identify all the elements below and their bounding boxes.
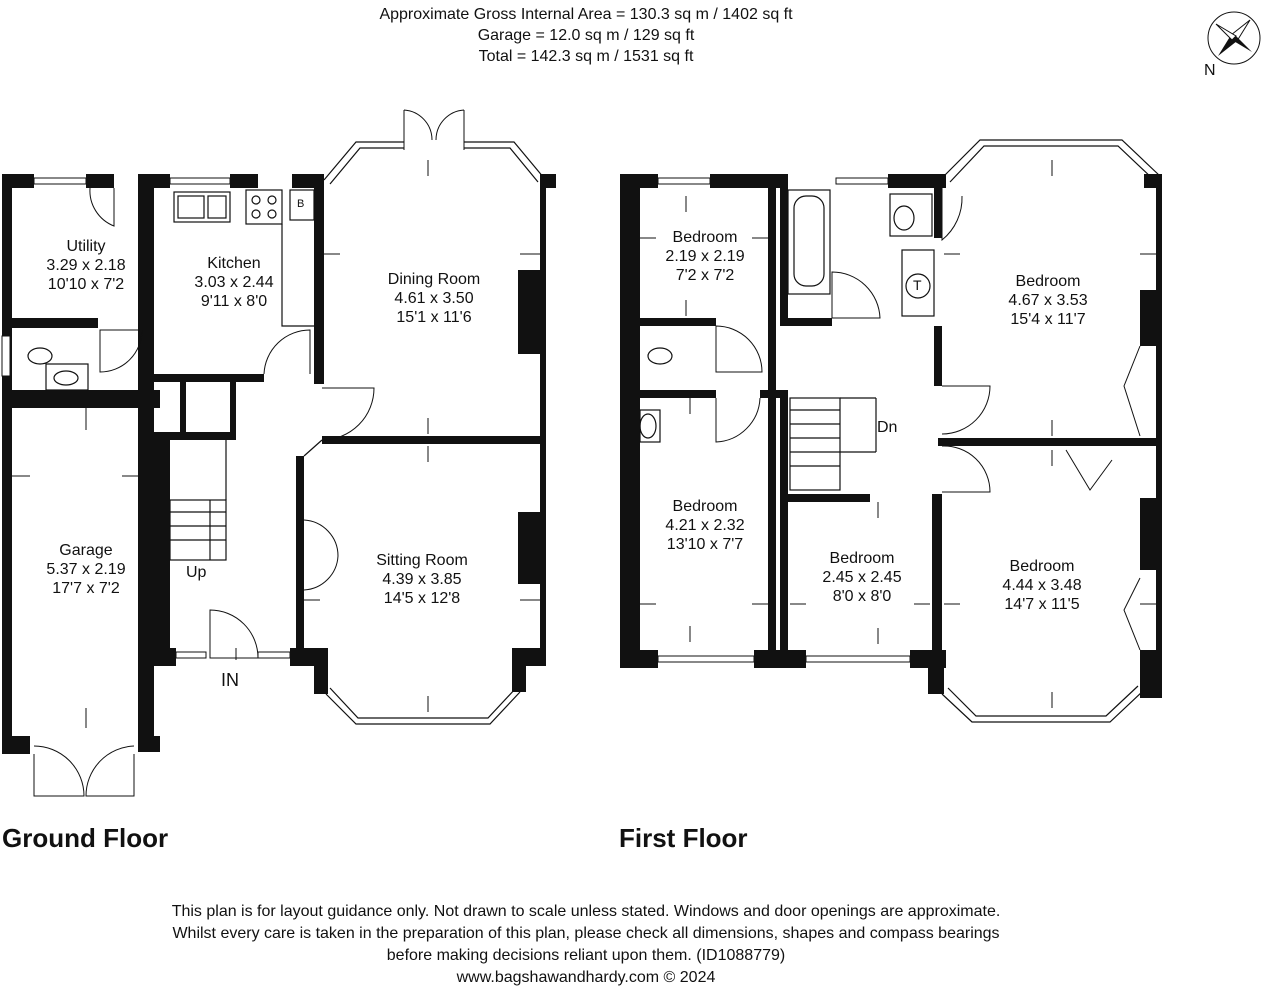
- room-metric: 4.21 x 2.32: [665, 517, 745, 534]
- room-garage: Garage 5.37 x 2.19 17'7 x 7'2: [46, 541, 125, 598]
- room-imperial: 7'2 x 7'2: [675, 267, 735, 284]
- ground-floor-title: Ground Floor: [2, 823, 169, 853]
- room-kitchen: Kitchen 3.03 x 2.44 9'11 x 8'0: [194, 254, 273, 311]
- room-name: Utility: [66, 238, 106, 255]
- website-credit: www.bagshawandhardy.com © 2024: [456, 969, 716, 986]
- room-imperial: 15'4 x 11'7: [1010, 311, 1086, 328]
- room-imperial: 17'7 x 7'2: [52, 580, 120, 597]
- room-utility: Utility 3.29 x 2.18 10'10 x 7'2: [46, 237, 125, 294]
- room-bedroom-small: Bedroom 2.19 x 2.19 7'2 x 7'2: [665, 228, 744, 285]
- room-name: Kitchen: [207, 255, 261, 272]
- total-area-text: Total = 142.3 sq m / 1531 sq ft: [478, 48, 694, 65]
- compass-north-label: N: [1204, 62, 1216, 79]
- room-name: Sitting Room: [376, 552, 468, 569]
- room-bedroom-rear: Bedroom 4.44 x 3.48 14'7 x 11'5: [1002, 557, 1081, 614]
- stairs-up-label: Up: [186, 564, 207, 581]
- room-sitting: Sitting Room 4.39 x 3.85 14'5 x 12'8: [376, 551, 468, 608]
- room-name: Bedroom: [1009, 558, 1075, 575]
- room-metric: 4.67 x 3.53: [1008, 292, 1088, 309]
- disclaimer-line-2: Whilst every care is taken in the prepar…: [172, 925, 1000, 942]
- room-imperial: 15'1 x 11'6: [396, 309, 472, 326]
- room-imperial: 14'7 x 11'5: [1004, 596, 1080, 613]
- room-name: Bedroom: [1015, 273, 1081, 290]
- ground-floor-plan: [1, 109, 556, 797]
- room-name: Bedroom: [672, 229, 738, 246]
- room-metric: 4.39 x 3.85: [382, 571, 462, 588]
- room-bedroom-left: Bedroom 4.21 x 2.32 13'10 x 7'7: [665, 497, 744, 554]
- entrance-label: IN: [221, 670, 239, 690]
- room-name: Dining Room: [387, 271, 481, 288]
- room-imperial: 13'10 x 7'7: [666, 536, 744, 553]
- room-metric: 3.03 x 2.44: [194, 274, 274, 291]
- room-metric: 5.37 x 2.19: [46, 561, 126, 578]
- gross-area-text: Approximate Gross Internal Area = 130.3 …: [379, 6, 793, 23]
- tank-label: T: [913, 277, 922, 293]
- disclaimer-line-1: This plan is for layout guidance only. N…: [171, 903, 1001, 920]
- room-name: Bedroom: [829, 550, 895, 567]
- room-bedroom-middle: Bedroom 2.45 x 2.45 8'0 x 8'0: [822, 549, 901, 606]
- disclaimer-line-3: before making decisions reliant upon the…: [386, 947, 786, 964]
- room-name: Garage: [59, 542, 113, 559]
- room-imperial: 9'11 x 8'0: [200, 293, 268, 310]
- room-metric: 2.45 x 2.45: [822, 569, 902, 586]
- room-name: Bedroom: [672, 498, 738, 515]
- room-metric: 3.29 x 2.18: [46, 257, 126, 274]
- room-imperial: 8'0 x 8'0: [832, 588, 892, 605]
- room-imperial: 14'5 x 12'8: [383, 590, 461, 607]
- room-metric: 4.61 x 3.50: [394, 290, 474, 307]
- stairs-down-label: Dn: [877, 419, 898, 436]
- room-metric: 2.19 x 2.19: [665, 248, 745, 265]
- room-imperial: 10'10 x 7'2: [47, 276, 125, 293]
- garage-area-text: Garage = 12.0 sq m / 129 sq ft: [477, 27, 695, 44]
- first-floor-plan: [620, 139, 1162, 723]
- room-metric: 4.44 x 3.48: [1002, 577, 1082, 594]
- boiler-label: B: [297, 198, 305, 210]
- room-dining: Dining Room 4.61 x 3.50 15'1 x 11'6: [388, 270, 480, 327]
- compass-icon: [1207, 11, 1261, 65]
- first-floor-title: First Floor: [619, 823, 748, 853]
- room-bedroom-front: Bedroom 4.67 x 3.53 15'4 x 11'7: [1008, 272, 1087, 329]
